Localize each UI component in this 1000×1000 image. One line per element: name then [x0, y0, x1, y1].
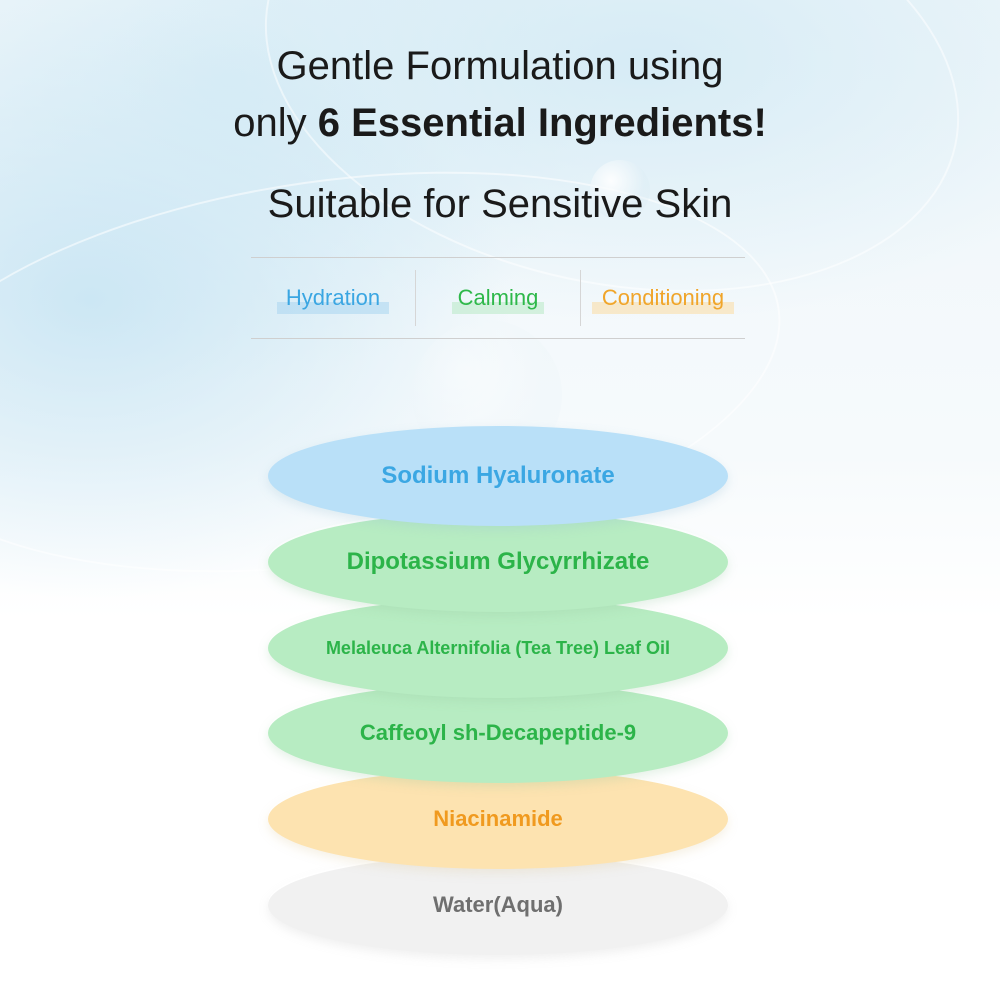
headline-line-1: Gentle Formulation using: [276, 44, 724, 88]
highlight-marker: [452, 302, 544, 314]
highlight-marker: [592, 302, 734, 314]
highlight-marker: [277, 302, 389, 314]
ingredient-layer-water: Water(Aqua): [268, 855, 728, 955]
benefit-label: Conditioning: [601, 285, 725, 310]
headline-line-2: only 6 Essential Ingredients!: [0, 97, 1000, 149]
benefit-tags: Hydration Calming Conditioning: [251, 257, 745, 339]
ingredient-name: Dipotassium Glycyrrhizate: [346, 548, 650, 575]
ingredient-name: Niacinamide: [433, 806, 563, 831]
ingredient-name: Sodium Hyaluronate: [381, 462, 615, 489]
subheadline: Suitable for Sensitive Skin: [267, 182, 733, 226]
ingredient-name: Melaleuca Alternifolia (Tea Tree) Leaf O…: [325, 638, 671, 658]
ingredient-name: Water(Aqua): [433, 892, 563, 917]
ingredient-layer-tea-tree: Melaleuca Alternifolia (Tea Tree) Leaf O…: [268, 598, 728, 698]
benefit-conditioning: Conditioning: [581, 258, 745, 338]
benefit-label: Hydration: [285, 285, 381, 310]
ingredient-layer-niacinamide: Niacinamide: [268, 769, 728, 869]
benefit-hydration: Hydration: [251, 258, 415, 338]
water-droplet: [590, 160, 650, 220]
ingredient-layer-dipotassium: Dipotassium Glycyrrhizate: [268, 512, 728, 612]
benefit-label: Calming: [457, 285, 539, 310]
divider: [580, 270, 581, 326]
headline-prefix: only: [233, 101, 318, 145]
benefit-calming: Calming: [415, 258, 581, 338]
headline-emphasis: 6 Essential Ingredients!: [317, 101, 767, 145]
ingredient-layer-caffeoyl: Caffeoyl sh-Decapeptide-9: [268, 683, 728, 783]
ingredient-name: Caffeoyl sh-Decapeptide-9: [359, 720, 637, 745]
divider: [415, 270, 416, 326]
ingredient-layer-sodium-hyaluronate: Sodium Hyaluronate: [268, 426, 728, 526]
